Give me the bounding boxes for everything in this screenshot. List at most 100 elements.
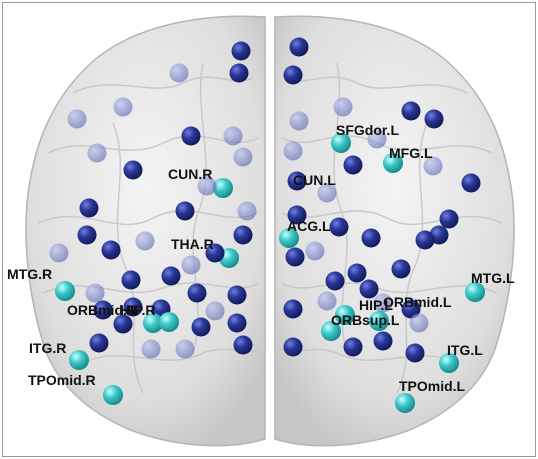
highlighted-region-node — [69, 350, 89, 370]
highlighted-region-node — [213, 178, 233, 198]
highlighted-region-node — [465, 282, 485, 302]
region-node — [317, 183, 337, 203]
region-node — [361, 228, 381, 248]
region-node — [373, 293, 393, 313]
highlighted-region-node — [383, 153, 403, 173]
region-node — [283, 299, 303, 319]
region-node — [87, 143, 107, 163]
label-orbsup-l: ORBsup.L — [331, 312, 400, 328]
label-mfg-l: MFG.L — [389, 145, 433, 161]
region-node — [329, 217, 349, 237]
region-node — [113, 97, 133, 117]
label-itg-l: ITG.L — [447, 342, 483, 358]
region-node — [317, 291, 337, 311]
region-node — [79, 198, 99, 218]
region-node — [233, 147, 253, 167]
brain-render: SFGdor.L MFG.L CUN.R CUN.L ACG.L THA.R M… — [7, 15, 515, 447]
highlighted-region-node — [55, 281, 75, 301]
region-node — [141, 339, 161, 359]
region-node — [401, 299, 421, 319]
region-node — [325, 271, 345, 291]
highlighted-region-node — [331, 133, 351, 153]
region-node — [113, 314, 133, 334]
region-node — [89, 333, 109, 353]
label-hip-l: HIP.L — [359, 297, 393, 313]
region-node — [77, 225, 97, 245]
highlighted-region-node — [369, 311, 389, 331]
label-cun-r: CUN.R — [168, 166, 212, 182]
label-tpomid-r: TPOmid.R — [28, 372, 96, 388]
region-node — [49, 243, 69, 263]
region-node — [343, 337, 363, 357]
region-node — [169, 63, 189, 83]
region-node — [197, 176, 217, 196]
highlighted-region-node — [335, 305, 355, 325]
highlighted-region-node — [439, 353, 459, 373]
highlighted-region-node — [143, 313, 163, 333]
region-node — [409, 313, 429, 333]
region-node — [93, 300, 113, 320]
region-node — [223, 126, 243, 146]
region-node — [233, 225, 253, 245]
region-node — [181, 255, 201, 275]
region-node — [67, 109, 87, 129]
label-mtg-l: MTG.L — [471, 270, 515, 286]
label-acg-l: ACG.L — [287, 218, 331, 234]
node-layer — [49, 37, 485, 413]
region-node — [181, 126, 201, 146]
region-node — [423, 156, 443, 176]
label-itg-r: ITG.R — [29, 340, 66, 356]
region-node — [333, 97, 353, 117]
region-node — [85, 283, 105, 303]
region-node — [101, 240, 121, 260]
region-node — [461, 173, 481, 193]
region-node — [289, 111, 309, 131]
label-cun-l: CUN.L — [293, 172, 336, 188]
region-node — [135, 231, 155, 251]
region-node — [123, 297, 143, 317]
region-node — [123, 160, 143, 180]
region-node — [121, 270, 141, 290]
label-orbmid-l: ORBmid.L — [383, 294, 452, 310]
region-node — [283, 141, 303, 161]
region-node — [283, 65, 303, 85]
region-node — [424, 109, 444, 129]
highlighted-region-node — [279, 228, 299, 248]
label-layer: SFGdor.L MFG.L CUN.R CUN.L ACG.L THA.R M… — [7, 122, 515, 394]
label-tha-r: THA.R — [171, 236, 214, 252]
region-node — [289, 37, 309, 57]
region-node — [287, 171, 307, 191]
region-node — [227, 313, 247, 333]
region-node — [231, 41, 251, 61]
region-node — [405, 343, 425, 363]
label-sfgdor-l: SFGdor.L — [336, 122, 399, 138]
region-node — [347, 263, 367, 283]
region-node — [191, 317, 211, 337]
region-node — [205, 301, 225, 321]
region-node — [285, 247, 305, 267]
label-orbmid-r: ORBmid.R — [67, 302, 137, 318]
region-node — [227, 285, 247, 305]
region-node — [237, 201, 257, 221]
region-node — [439, 209, 459, 229]
region-node — [287, 205, 307, 225]
region-node — [343, 155, 363, 175]
region-node — [373, 331, 393, 351]
region-node — [175, 339, 195, 359]
label-mtg-r: MTG.R — [7, 266, 52, 282]
region-node — [305, 241, 325, 261]
label-hip-r: HIP.R — [120, 302, 156, 318]
highlighted-region-node — [159, 312, 179, 332]
region-node — [161, 266, 181, 286]
label-tpomid-l: TPOmid.L — [399, 378, 466, 394]
region-node — [359, 279, 379, 299]
region-node — [233, 335, 253, 355]
region-node — [283, 337, 303, 357]
region-node — [391, 259, 411, 279]
region-node — [415, 230, 435, 250]
region-node — [187, 283, 207, 303]
right-hemisphere — [25, 15, 266, 447]
highlighted-region-node — [103, 385, 123, 405]
region-node — [205, 243, 225, 263]
